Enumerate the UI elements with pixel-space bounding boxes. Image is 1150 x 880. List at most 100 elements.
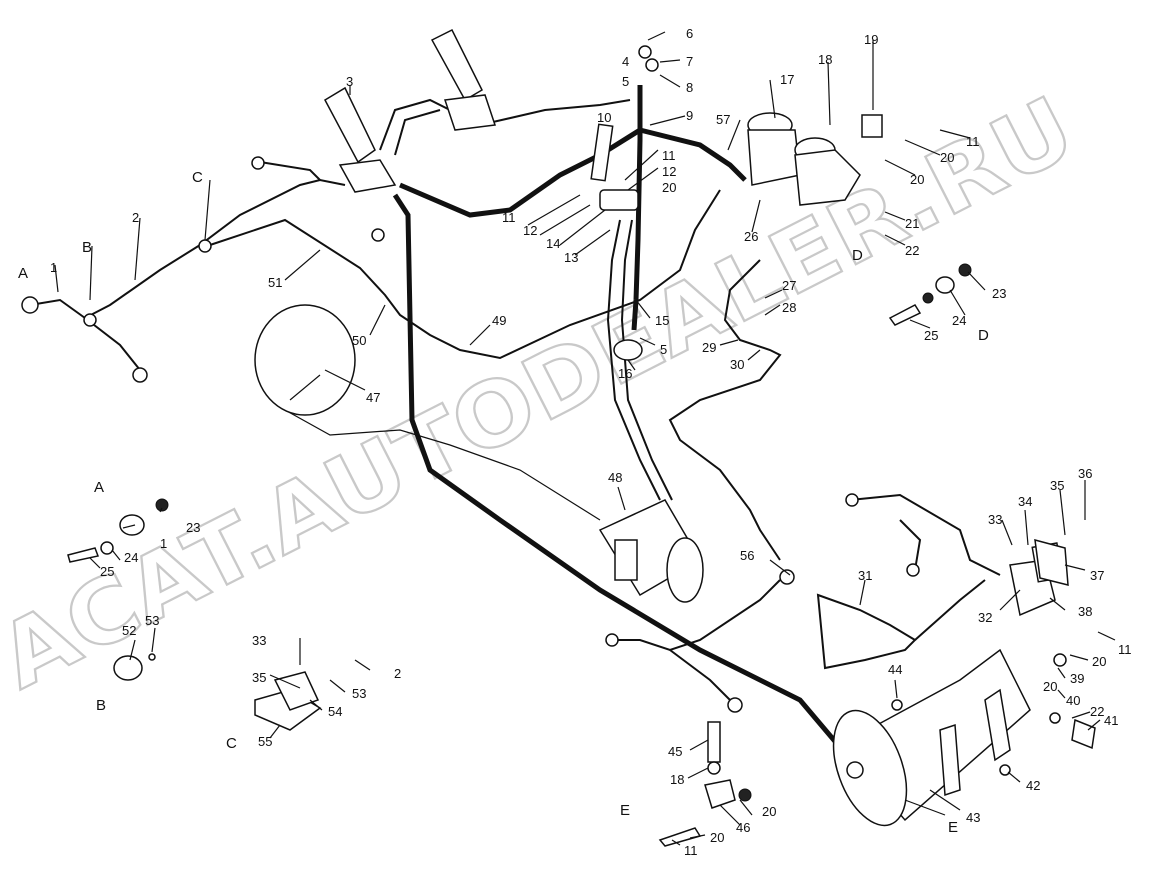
part-label: 20 xyxy=(910,172,924,187)
part-label: 29 xyxy=(702,340,716,355)
part-label: 23 xyxy=(186,520,200,535)
detail-b-switch xyxy=(113,653,156,681)
part-label: 20 xyxy=(1092,654,1106,669)
part-label: 35 xyxy=(252,670,266,685)
part-label: 51 xyxy=(268,275,282,290)
detail-d-parts xyxy=(888,263,972,326)
part-label: 14 xyxy=(546,236,560,251)
part-label: 7 xyxy=(686,54,693,69)
section-letter-c-detail: C xyxy=(226,735,237,752)
part-label: 22 xyxy=(1090,704,1104,719)
part-label: 28 xyxy=(782,300,796,315)
components xyxy=(21,28,1096,847)
leader-lines xyxy=(54,31,1116,846)
part-label: 31 xyxy=(858,568,872,583)
part-label: 54 xyxy=(328,704,342,719)
part-label: 8 xyxy=(686,80,693,95)
gauge-10 xyxy=(590,123,614,182)
section-letter-e: E xyxy=(948,819,958,836)
part-label: 25 xyxy=(100,564,114,579)
part-label: 26 xyxy=(744,229,758,244)
part-label: 11 xyxy=(502,210,516,225)
air-tank-43 xyxy=(832,648,1031,827)
part-label: 11 xyxy=(662,148,676,163)
part-label: 20 xyxy=(662,180,676,195)
part-label: 9 xyxy=(686,108,693,123)
part-label: 43 xyxy=(966,810,980,825)
section-letter-a: A xyxy=(18,265,28,282)
part-label: 11 xyxy=(1118,642,1132,657)
part-label: 39 xyxy=(1070,671,1084,686)
part-label: 44 xyxy=(888,662,902,677)
part-label: 1 xyxy=(160,536,167,551)
part-label: 45 xyxy=(668,744,682,759)
part-label: 47 xyxy=(366,390,380,405)
part-label: 18 xyxy=(670,772,684,787)
section-letter-b-detail: B xyxy=(96,697,106,714)
part-label: 4 xyxy=(622,54,629,69)
part-label: 57 xyxy=(716,112,730,127)
part-label: 48 xyxy=(608,470,622,485)
part-label: 19 xyxy=(864,32,878,47)
part-label: 6 xyxy=(686,26,693,41)
watermark: ACAT.AUTODEALER.RU xyxy=(0,77,1090,709)
part-label: 20 xyxy=(1043,679,1057,694)
brake-valve-17 xyxy=(747,112,861,206)
detail-c-block xyxy=(254,671,322,731)
pipe-1 xyxy=(29,178,346,320)
part-label: 13 xyxy=(564,250,578,265)
part-label: 38 xyxy=(1078,604,1092,619)
part-label: 12 xyxy=(662,164,676,179)
part-label: 15 xyxy=(655,313,669,328)
part-label: 23 xyxy=(992,286,1006,301)
section-letter-d-detail: D xyxy=(978,327,989,344)
part-label: 35 xyxy=(1050,478,1064,493)
section-letter-c: C xyxy=(192,169,203,186)
air-tank-48 xyxy=(598,499,704,603)
part-label: 41 xyxy=(1104,713,1118,728)
pipe-loop-31 xyxy=(816,593,917,670)
part-label: 24 xyxy=(952,313,966,328)
part-label: 17 xyxy=(780,72,794,87)
detail-e-parts xyxy=(658,721,752,847)
part-label: 11 xyxy=(684,843,698,858)
part-label: 36 xyxy=(1078,466,1092,481)
part-label: 49 xyxy=(492,313,506,328)
part-labels: 1 2 3 4 5 6 7 8 9 10 11 12 20 11 12 14 1… xyxy=(50,26,1132,858)
part-label: 33 xyxy=(252,633,266,648)
section-letter-e-detail: E xyxy=(620,802,630,819)
part-label: 10 xyxy=(597,110,611,125)
brake-pedal xyxy=(324,86,397,193)
part-label: 3 xyxy=(346,74,353,89)
part-label: 27 xyxy=(782,278,796,293)
part-label: 21 xyxy=(905,216,919,231)
part-label: 2 xyxy=(394,666,401,681)
valve-14 xyxy=(599,189,639,211)
part-label: 5 xyxy=(622,74,629,89)
part-label: 34 xyxy=(1018,494,1032,509)
section-letter-d: D xyxy=(852,247,863,264)
part-label: 56 xyxy=(740,548,754,563)
section-letters: A B C D A B C D E E xyxy=(18,169,989,836)
section-letter-b: B xyxy=(82,239,92,256)
section-letter-a-detail: A xyxy=(94,479,104,496)
pipe-51 xyxy=(209,189,721,360)
fitting-16 xyxy=(613,339,643,361)
part-label: 5 xyxy=(660,342,667,357)
part-label: 11 xyxy=(966,134,980,149)
plate-41 xyxy=(1071,718,1096,750)
part-label: 42 xyxy=(1026,778,1040,793)
pipe-main xyxy=(392,193,857,767)
part-label: 20 xyxy=(940,150,954,165)
part-label: 30 xyxy=(730,357,744,372)
part-label: 2 xyxy=(132,210,139,225)
part-label: 46 xyxy=(736,820,750,835)
part-label: 22 xyxy=(905,243,919,258)
part-label: 12 xyxy=(523,223,537,238)
part-label: 53 xyxy=(145,613,159,628)
part-label: 18 xyxy=(818,52,832,67)
switch-19 xyxy=(861,114,883,138)
part-label: 24 xyxy=(124,550,138,565)
clutch-pedal xyxy=(430,28,497,131)
